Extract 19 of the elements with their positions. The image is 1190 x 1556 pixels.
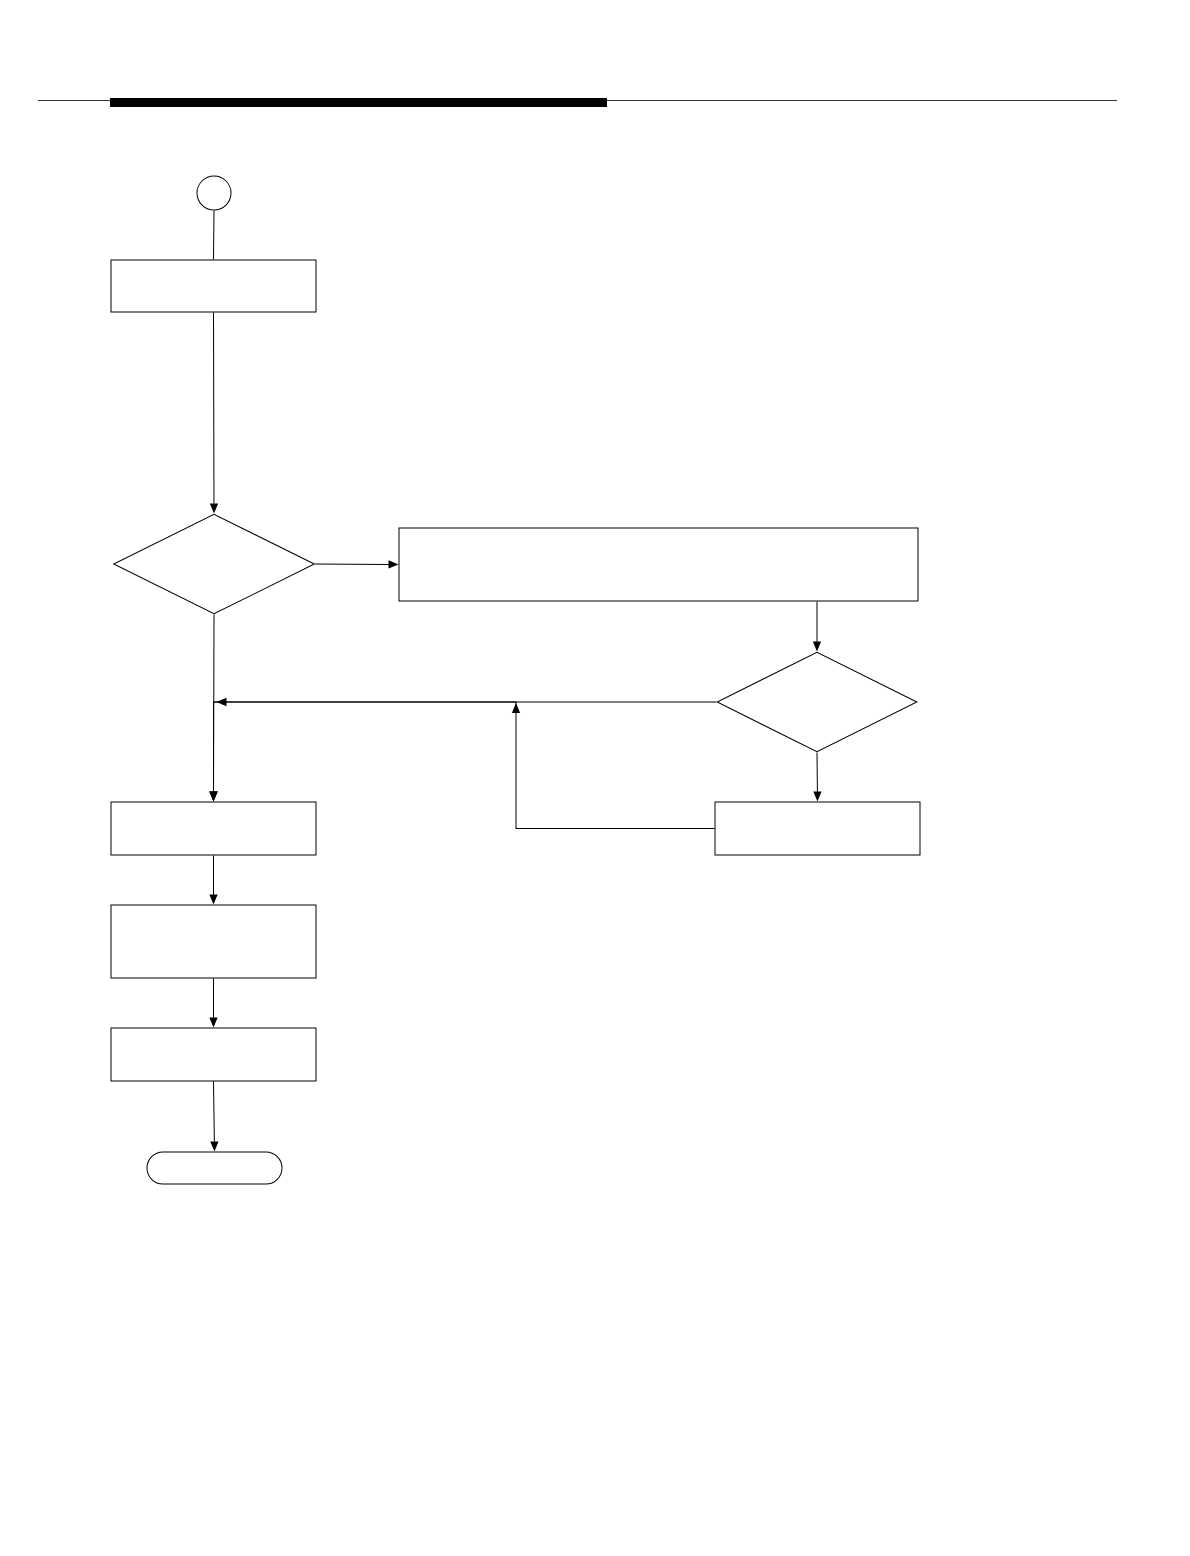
process-box — [110, 801, 317, 856]
process-box — [110, 904, 317, 979]
process-box — [398, 527, 919, 602]
process-box — [714, 801, 921, 856]
process-box — [110, 1027, 317, 1082]
arrow — [813, 752, 822, 801]
connector-circle — [196, 175, 232, 211]
connector-line — [213, 210, 215, 260]
arrow — [210, 1081, 219, 1151]
decision-diamond — [113, 513, 315, 615]
arrow — [813, 601, 821, 651]
arrow — [314, 560, 398, 569]
arrow — [209, 855, 218, 904]
arrow — [210, 312, 218, 513]
arrow — [209, 701, 715, 829]
terminal-shape — [146, 1151, 283, 1185]
decision-diamond — [716, 651, 918, 753]
arrow — [209, 978, 218, 1027]
process-box — [110, 259, 317, 313]
